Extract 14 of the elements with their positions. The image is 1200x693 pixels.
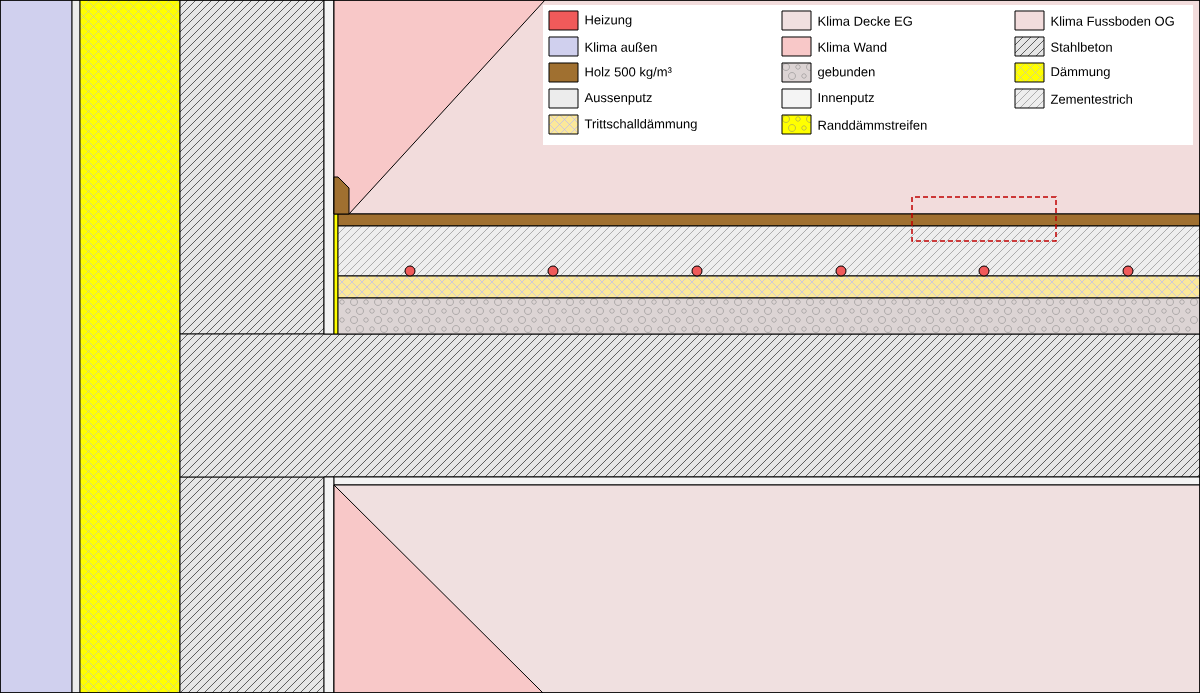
legend-label: gebunden [818,66,875,80]
legend-label: Klima Decke EG [818,16,912,26]
legend-label: Klima Wand [818,42,887,52]
legend-label: Aussenputz [584,93,652,105]
legend-label: Heizung [585,14,632,28]
legend-label: Klima außen [585,42,657,52]
legend-label: Zementestrich [1050,94,1132,104]
legend-label: Dämmung [1051,67,1110,79]
legend-label: Klima Fussboden OG [1051,16,1174,26]
legend-label: Innenputz [818,93,874,105]
legend-label: Stahlbeton [1051,42,1112,52]
legend-label: Holz 500 kg/m³ [585,66,672,80]
legend-label: Trittschalldämmung [584,118,697,132]
legend-label: Randdämmstreifen [818,120,927,130]
